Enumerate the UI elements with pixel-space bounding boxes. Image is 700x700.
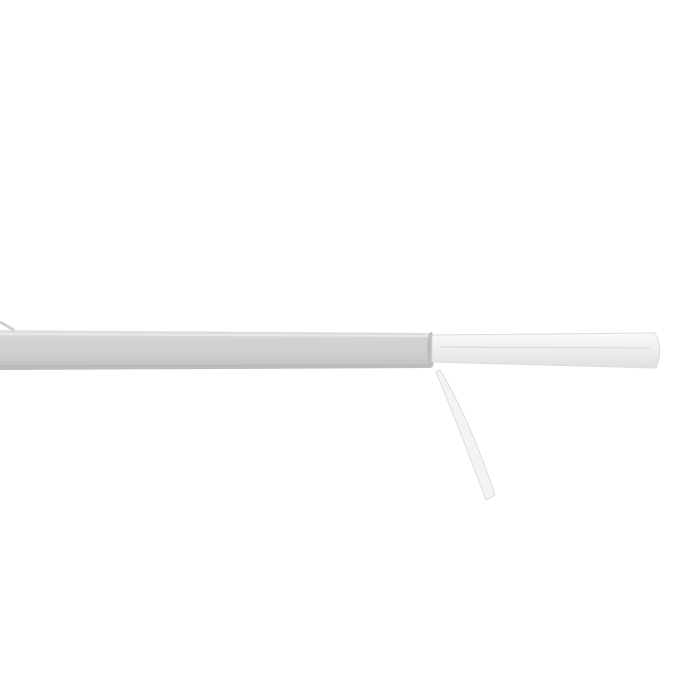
- rip-cord: [0, 320, 15, 332]
- cross-separator: [431, 332, 661, 501]
- cable-jacket: [0, 330, 435, 370]
